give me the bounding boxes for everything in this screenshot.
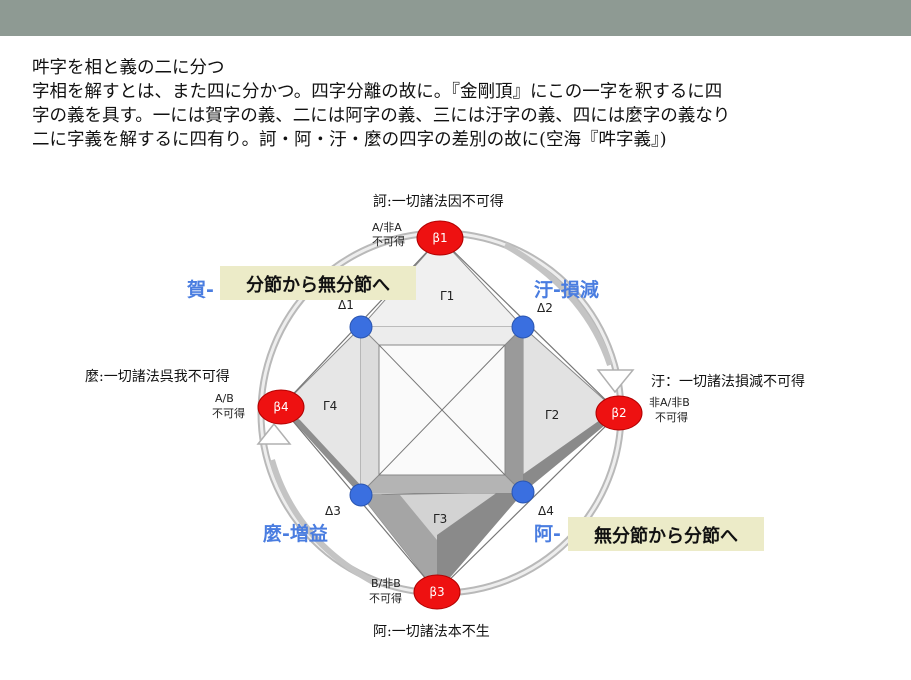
text-line: 字相を解すとは、また四に分かつ。四字分離の故に。『金剛頂』にこの一字を釈するに四 [32,82,723,102]
inner-right-wall [505,327,523,493]
delta2-node [511,315,535,339]
beta4-label: β4 [273,400,288,414]
gamma1-label: Γ1 [440,289,454,303]
box-bunsetsu-to-mubunsetsu: 分節から無分節へ [220,266,416,300]
delta2-label: Δ2 [537,301,553,315]
diagonal-2 [378,344,506,476]
box-text-bottom: 無分節から分節へ [594,525,738,547]
slide-top-bar [0,0,911,36]
label-ka: 賀- [186,279,214,301]
delta4-node [511,480,535,504]
inner-bottom-wall [361,475,523,493]
delta3-label: Δ3 [325,504,341,518]
beta2-caption: 汙：一切諸法損減不可得 [651,373,805,390]
beta2-label: β2 [611,406,626,420]
label-a: 阿- [534,523,561,545]
label-ma-zoueki: 麼-増益 [263,522,328,545]
box-mubunsetsu-to-bunsetsu: 無分節から分節へ [568,517,764,551]
beta3-caption: 阿:一切諸法本不生 [373,624,490,640]
arrow-right-curve [503,242,635,394]
delta1-node [349,315,373,339]
delta3-node [349,483,373,507]
text-line: 吽字を相と義の二に分つ [32,58,225,78]
beta1-tag1: A/非A [372,221,402,234]
beta4-caption: 麼:一切諸法呉我不可得 [85,368,230,385]
beta1-label: β1 [432,231,447,245]
beta4-tag1: A/B [215,392,234,405]
beta1-tag2: 不可得 [372,235,405,248]
text-line: 二に字義を解するに四有り。訶・阿・汙・麼の四字の差別の故に(空海『吽字義』) [32,130,667,150]
slide-text: 吽字を相と義の二に分つ 字相を解すとは、また四に分かつ。四字分離の故に。『金剛頂… [32,56,892,152]
beta3-tag1: B/非B [371,577,401,590]
label-u-sonmetsu: 汙-損減 [534,278,599,301]
beta3-node [413,574,461,610]
gamma2-label: Γ2 [545,408,559,422]
beta2-tag2: 不可得 [655,411,688,424]
gamma4-label: Γ4 [323,399,337,413]
gamma3-label: Γ3 [433,512,447,526]
shade-bottom [361,495,437,592]
beta2-node [595,395,643,431]
box-text-top: 分節から無分節へ [246,274,390,296]
inner-left-wall [361,327,379,493]
text-line: 字の義を具す。一には賀字の義、二には阿字の義、三には汙字の義、四には麼字の義なり [32,106,731,126]
beta3-label: β3 [429,585,444,599]
delta1-label: Δ1 [338,298,354,312]
beta4-tag2: 不可得 [212,407,245,420]
delta4-label: Δ4 [538,504,554,518]
shade-left [281,407,365,495]
beta1-node [416,220,464,256]
beta3-tag2: 不可得 [369,592,402,605]
inner-top-wall [361,327,523,345]
arrow-left-curve [256,422,377,586]
beta1-caption: 訶:一切諸法因不可得 [373,193,504,210]
beta2-tag1: 非A/非B [649,396,690,409]
beta4-node [257,389,305,425]
